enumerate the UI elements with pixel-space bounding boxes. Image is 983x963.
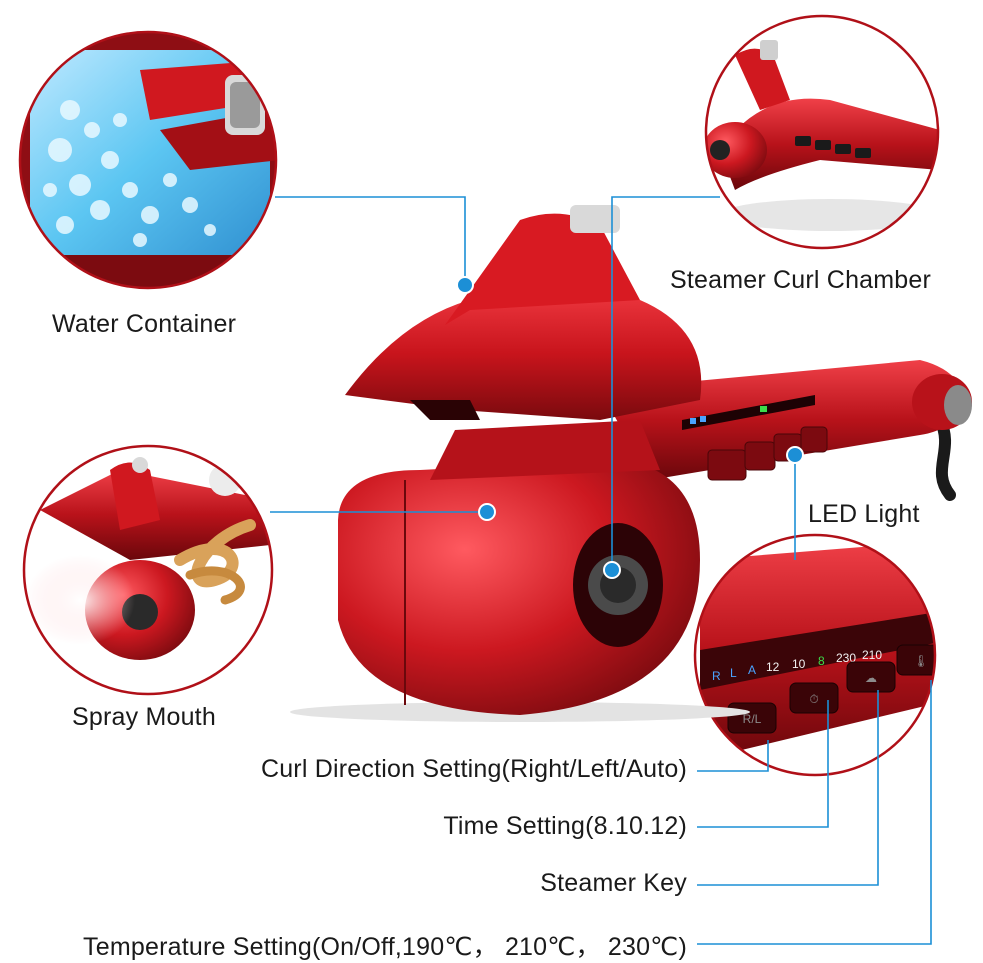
callout-dot-icon <box>478 503 496 521</box>
led-segment-8: 8 <box>818 654 825 668</box>
temp-callout-line <box>697 680 932 945</box>
spray-mouth-inset-border <box>22 444 274 696</box>
panel-button-row: R/L ⏱ ☁ 🌡 <box>727 644 945 734</box>
temperature-glyph: 🌡 <box>913 654 928 668</box>
steamer-key-glyph: ☁ <box>865 671 877 685</box>
time-setting-glyph: ⏱ <box>809 692 818 706</box>
steamer-key-label: Steamer Key <box>540 869 687 897</box>
chamber-callout-line <box>611 196 720 570</box>
water-container-inset-border <box>18 30 278 290</box>
steamer-chamber-inset-border <box>704 14 940 250</box>
water-callout-line <box>275 196 466 285</box>
curl-direction-button[interactable]: R/L <box>727 702 777 734</box>
led-segment-12: 12 <box>766 660 780 674</box>
steamer-chamber-inset <box>706 16 938 248</box>
steamer-callout-line <box>697 690 879 886</box>
spray-mouth-inset <box>24 446 272 694</box>
water-container-label: Water Container <box>52 310 237 338</box>
time-callout-line <box>697 700 829 828</box>
led-segment-A: A <box>748 663 756 677</box>
time-setting-label: Time Setting(8.10.12) <box>443 812 687 840</box>
callout-dot-icon <box>786 446 804 464</box>
led-light-label: LED Light <box>808 500 920 528</box>
direction-callout-line <box>697 740 769 772</box>
temperature-button[interactable]: 🌡 <box>896 644 945 676</box>
temperature-setting-label: Temperature Setting(On/Off,190℃， 210℃， 2… <box>83 933 687 961</box>
callout-dot-icon <box>603 561 621 579</box>
control-panel-inset-border <box>693 533 937 777</box>
steamer-curl-chamber-label: Steamer Curl Chamber <box>670 266 932 294</box>
curl-direction-glyph: R/L <box>743 712 762 726</box>
spray-mouth-label: Spray Mouth <box>72 703 216 731</box>
callout-dot-icon <box>456 276 474 294</box>
led-segment-10: 10 <box>792 657 806 671</box>
steamer-key-button[interactable]: ☁ <box>846 661 896 693</box>
time-setting-button[interactable]: ⏱ <box>789 682 839 714</box>
led-segment-R: R <box>712 669 721 683</box>
curl-direction-label: Curl Direction Setting(Right/Left/Auto) <box>260 755 687 783</box>
callout-dots <box>456 276 804 579</box>
callout-lines <box>270 196 932 945</box>
led-segment-230: 230 <box>836 651 856 665</box>
led-segment-210: 210 <box>862 648 882 662</box>
led-segment-L: L <box>730 666 737 680</box>
